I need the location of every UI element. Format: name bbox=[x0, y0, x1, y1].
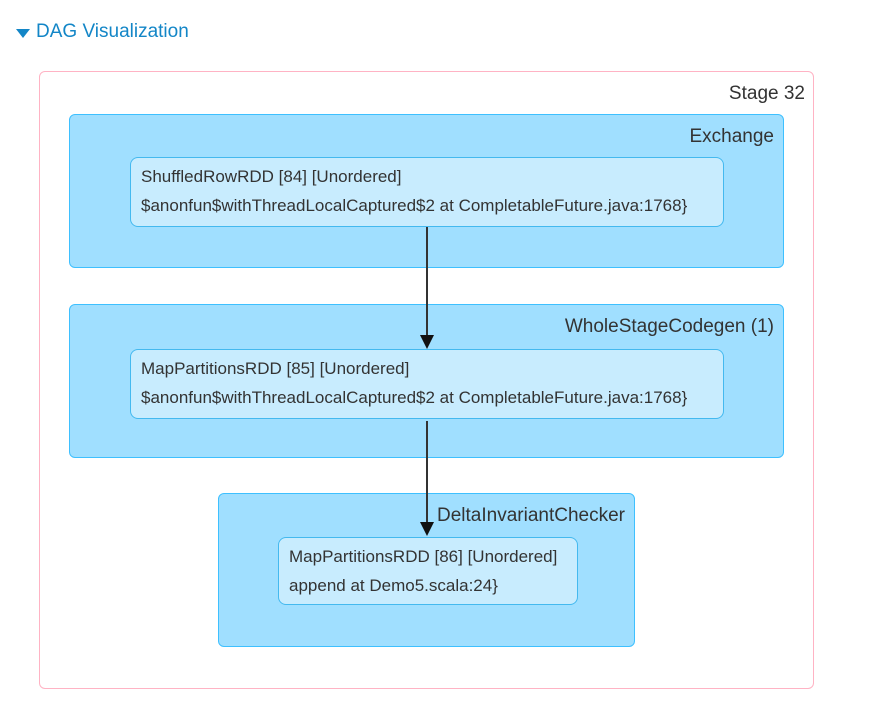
rdd-node-mappartitionsrdd-86[interactable]: MapPartitionsRDD [86] [Unordered] append… bbox=[278, 537, 578, 605]
operator-label-wholestagecodegen: WholeStageCodegen (1) bbox=[564, 316, 774, 337]
rdd-node-title: MapPartitionsRDD [85] [Unordered] bbox=[141, 359, 410, 378]
operator-cluster-exchange: Exchange ShuffledRowRDD [84] [Unordered]… bbox=[69, 114, 784, 268]
dag-visualization-toggle[interactable]: DAG Visualization bbox=[16, 21, 189, 43]
rdd-node-title: MapPartitionsRDD [86] [Unordered] bbox=[289, 547, 558, 566]
dag-header-title: DAG Visualization bbox=[36, 21, 189, 42]
rdd-node-callsite: $anonfun$withThreadLocalCaptured$2 at Co… bbox=[141, 388, 688, 407]
stage-label: Stage 32 bbox=[728, 83, 805, 104]
operator-label-exchange: Exchange bbox=[689, 126, 774, 147]
rdd-node-mappartitionsrdd-85[interactable]: MapPartitionsRDD [85] [Unordered] $anonf… bbox=[130, 349, 724, 419]
stage-box: Stage 32 Exchange ShuffledRowRDD [84] [U… bbox=[39, 71, 814, 689]
operator-cluster-deltainvariantchecker: DeltaInvariantChecker MapPartitionsRDD [… bbox=[218, 493, 635, 647]
rdd-node-callsite: append at Demo5.scala:24} bbox=[289, 576, 498, 595]
operator-label-deltainvariantchecker: DeltaInvariantChecker bbox=[437, 505, 625, 526]
operator-cluster-wholestagecodegen: WholeStageCodegen (1) MapPartitionsRDD [… bbox=[69, 304, 784, 458]
rdd-node-title: ShuffledRowRDD [84] [Unordered] bbox=[141, 167, 402, 186]
rdd-node-shuffledrowrdd-84[interactable]: ShuffledRowRDD [84] [Unordered] $anonfun… bbox=[130, 157, 724, 227]
rdd-node-callsite: $anonfun$withThreadLocalCaptured$2 at Co… bbox=[141, 196, 688, 215]
caret-down-icon bbox=[16, 28, 30, 38]
